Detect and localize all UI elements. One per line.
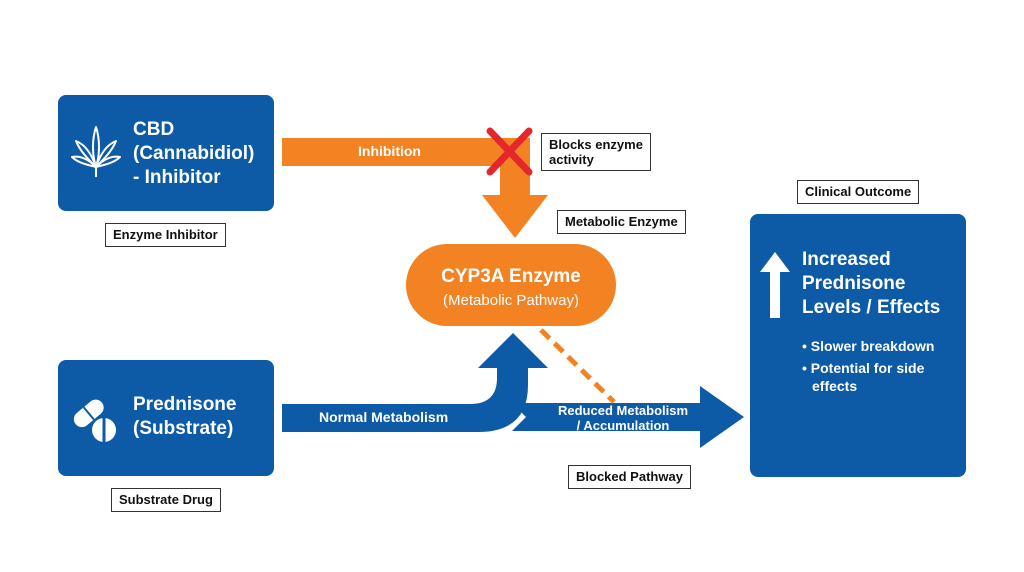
enzyme-inhibitor-tag: Enzyme Inhibitor	[105, 223, 226, 247]
normal-metabolism-label: Normal Metabolism	[319, 409, 449, 425]
reduced-metabolism-line1: Reduced Metabolism	[558, 403, 689, 418]
cannabis-leaf-icon	[71, 126, 121, 177]
cbd-title-line3: - Inhibitor	[133, 167, 221, 188]
prednisone-title-line1: Prednisone	[133, 394, 237, 415]
clinical-outcome-tag: Clinical Outcome	[797, 180, 920, 204]
cbd-title-line1: CBD	[133, 119, 175, 140]
cbd-inhibitor-box: CBD (Cannabidiol) - Inhibitor	[58, 95, 274, 211]
substrate-drug-tag: Substrate Drug	[111, 488, 221, 512]
enzyme-subtitle: (Metabolic Pathway)	[443, 292, 579, 309]
up-arrow-icon	[760, 252, 790, 318]
outcome-bullet-text: • Potential for side	[802, 360, 925, 376]
blocks-enzyme-activity-tag: Blocks enzyme activity	[541, 133, 651, 171]
metabolic-enzyme-tag: Metabolic Enzyme	[557, 210, 686, 234]
inhibition-down-arrow	[482, 138, 548, 238]
outcome-bullets: • Slower breakdown • Potential for side …	[802, 337, 935, 399]
outcome-title-line1: Increased	[802, 249, 891, 270]
reduced-metabolism-line2: / Accumulation	[576, 418, 670, 433]
outcome-bullet-continuation: effects	[812, 378, 858, 394]
clinical-outcome-box: Increased Prednisone Levels / Effects • …	[750, 214, 966, 477]
outcome-bullet: • Slower breakdown	[802, 338, 935, 354]
outcome-title-line3: Levels / Effects	[802, 297, 941, 318]
normal-metabolism-arrow	[282, 333, 548, 432]
blocked-pathway-dashed-line	[539, 328, 616, 404]
pills-icon	[73, 399, 116, 442]
reduced-metabolism-arrow	[512, 386, 744, 448]
blocked-pathway-tag: Blocked Pathway	[568, 465, 691, 489]
inhibition-label: Inhibition	[358, 143, 421, 159]
blocks-enzyme-line2: activity	[549, 152, 594, 167]
blocks-enzyme-line1: Blocks enzyme	[549, 137, 643, 152]
prednisone-substrate-box: Prednisone (Substrate)	[58, 360, 274, 476]
blocked-x-icon	[486, 127, 533, 176]
enzyme-title: CYP3A Enzyme	[441, 266, 581, 287]
cyp3a-enzyme-node: CYP3A Enzyme (Metabolic Pathway)	[406, 244, 616, 326]
outcome-title-line2: Prednisone	[802, 273, 906, 294]
inhibition-arrow-bar	[282, 138, 530, 166]
cbd-title-line2: (Cannabidiol)	[133, 143, 255, 164]
outcome-bullet: • Potential for side	[802, 359, 935, 377]
reduced-metabolism-label: Reduced Metabolism / Accumulation	[558, 403, 688, 433]
prednisone-title-line2: (Substrate)	[133, 418, 234, 439]
